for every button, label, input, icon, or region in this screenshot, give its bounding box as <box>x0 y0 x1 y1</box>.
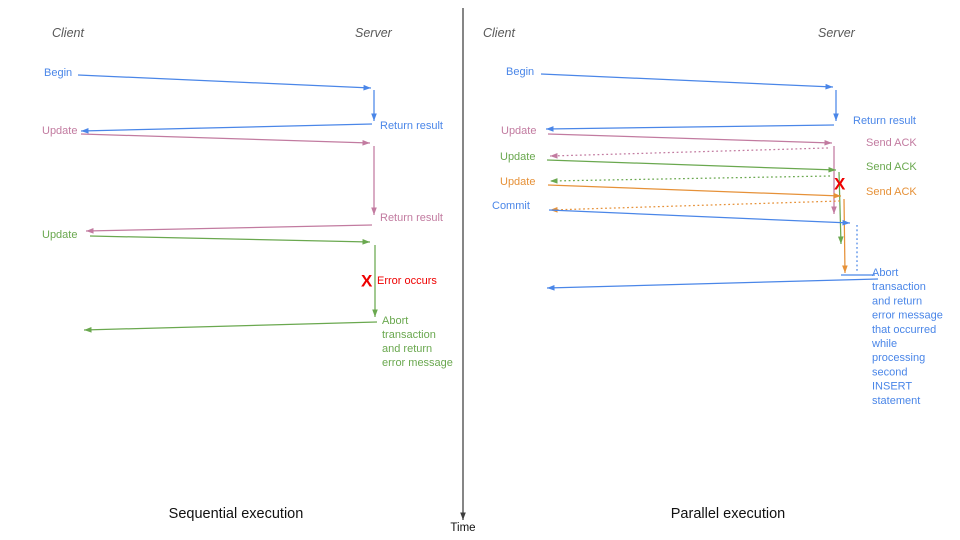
left-abort-message-line: error message <box>382 357 453 369</box>
left-update-1-server-drop <box>371 146 377 215</box>
right-return-result-label: Return result <box>853 115 916 127</box>
left-return-1-arrow <box>80 123 373 134</box>
time-axis-label: Time <box>450 522 476 534</box>
left-abort-message-line: Abort <box>382 315 408 327</box>
left-abort-message-line: and return <box>382 343 432 355</box>
right-update-2-label: Update <box>500 151 535 163</box>
right-abort-return-arrow <box>546 278 879 291</box>
left-update-2-server-drop <box>372 245 378 317</box>
right-abort-message-line: and return <box>872 295 922 307</box>
right-abort-message-line: second <box>872 366 907 378</box>
right-abort-message-line: statement <box>872 395 920 407</box>
left-abort-return-arrow <box>83 321 378 333</box>
left-client-header: Client <box>52 26 84 40</box>
right-begin-arrow <box>540 73 834 90</box>
left-begin-arrow <box>77 74 372 91</box>
right-abort-message-line: Abort <box>872 267 898 279</box>
right-abort-message-line: error message <box>872 310 943 322</box>
right-abort-message-line: that occurred <box>872 324 936 336</box>
left-error-x-mark: X <box>361 272 373 291</box>
right-abort-message-line: transaction <box>872 281 926 293</box>
right-update-1-label: Update <box>501 125 536 137</box>
right-commit-arrow <box>548 209 851 226</box>
right-ack-2-dotted <box>549 175 831 184</box>
right-send-ack-3-label: Send ACK <box>866 186 917 198</box>
left-abort-message-line: transaction <box>382 329 436 341</box>
right-commit-label: Commit <box>492 200 530 212</box>
right-update-1-server-drop <box>831 146 837 214</box>
left-update-1-arrow <box>80 133 371 146</box>
right-ack-1-dotted <box>549 147 829 159</box>
left-server-header: Server <box>355 26 393 40</box>
right-server-header: Server <box>818 26 856 40</box>
left-update-2-label: Update <box>42 229 77 241</box>
left-return-2-arrow <box>85 224 373 234</box>
right-begin-label: Begin <box>506 66 534 78</box>
right-diagram-title: Parallel execution <box>670 506 786 522</box>
right-begin-server-drop <box>833 90 839 121</box>
right-update-3-label: Update <box>500 176 535 188</box>
right-abort-message-line: INSERT <box>872 381 912 393</box>
left-return-result-2-label: Return result <box>380 212 443 224</box>
right-abort-message-line: processing <box>872 352 925 364</box>
time-axis-line <box>460 8 466 520</box>
right-error-x-mark: X <box>834 175 846 194</box>
right-return-arrow <box>545 124 835 132</box>
left-begin-label: Begin <box>44 67 72 79</box>
right-abort-message-line: while <box>871 338 897 350</box>
left-error-occurs-label: Error occurs <box>377 275 437 287</box>
right-update-3-arrow <box>547 184 842 199</box>
left-return-result-1-label: Return result <box>380 120 443 132</box>
right-ack-3-dotted <box>549 200 841 213</box>
right-update-2-server-drop <box>837 171 844 245</box>
right-update-2-arrow <box>546 159 837 173</box>
left-update-1-label: Update <box>42 125 77 137</box>
left-abort-message: Abort transaction and return error message <box>382 315 453 369</box>
right-abort-message: Abort transaction and return error message t… <box>871 267 943 407</box>
right-send-ack-1-label: Send ACK <box>866 137 917 149</box>
left-begin-server-drop <box>371 90 377 121</box>
right-send-ack-2-label: Send ACK <box>866 161 917 173</box>
left-update-2-arrow <box>89 235 371 245</box>
right-update-3-server-drop <box>842 198 848 274</box>
right-update-1-arrow <box>547 133 833 146</box>
left-diagram-title: Sequential execution <box>168 506 304 522</box>
right-client-header: Client <box>483 26 515 40</box>
